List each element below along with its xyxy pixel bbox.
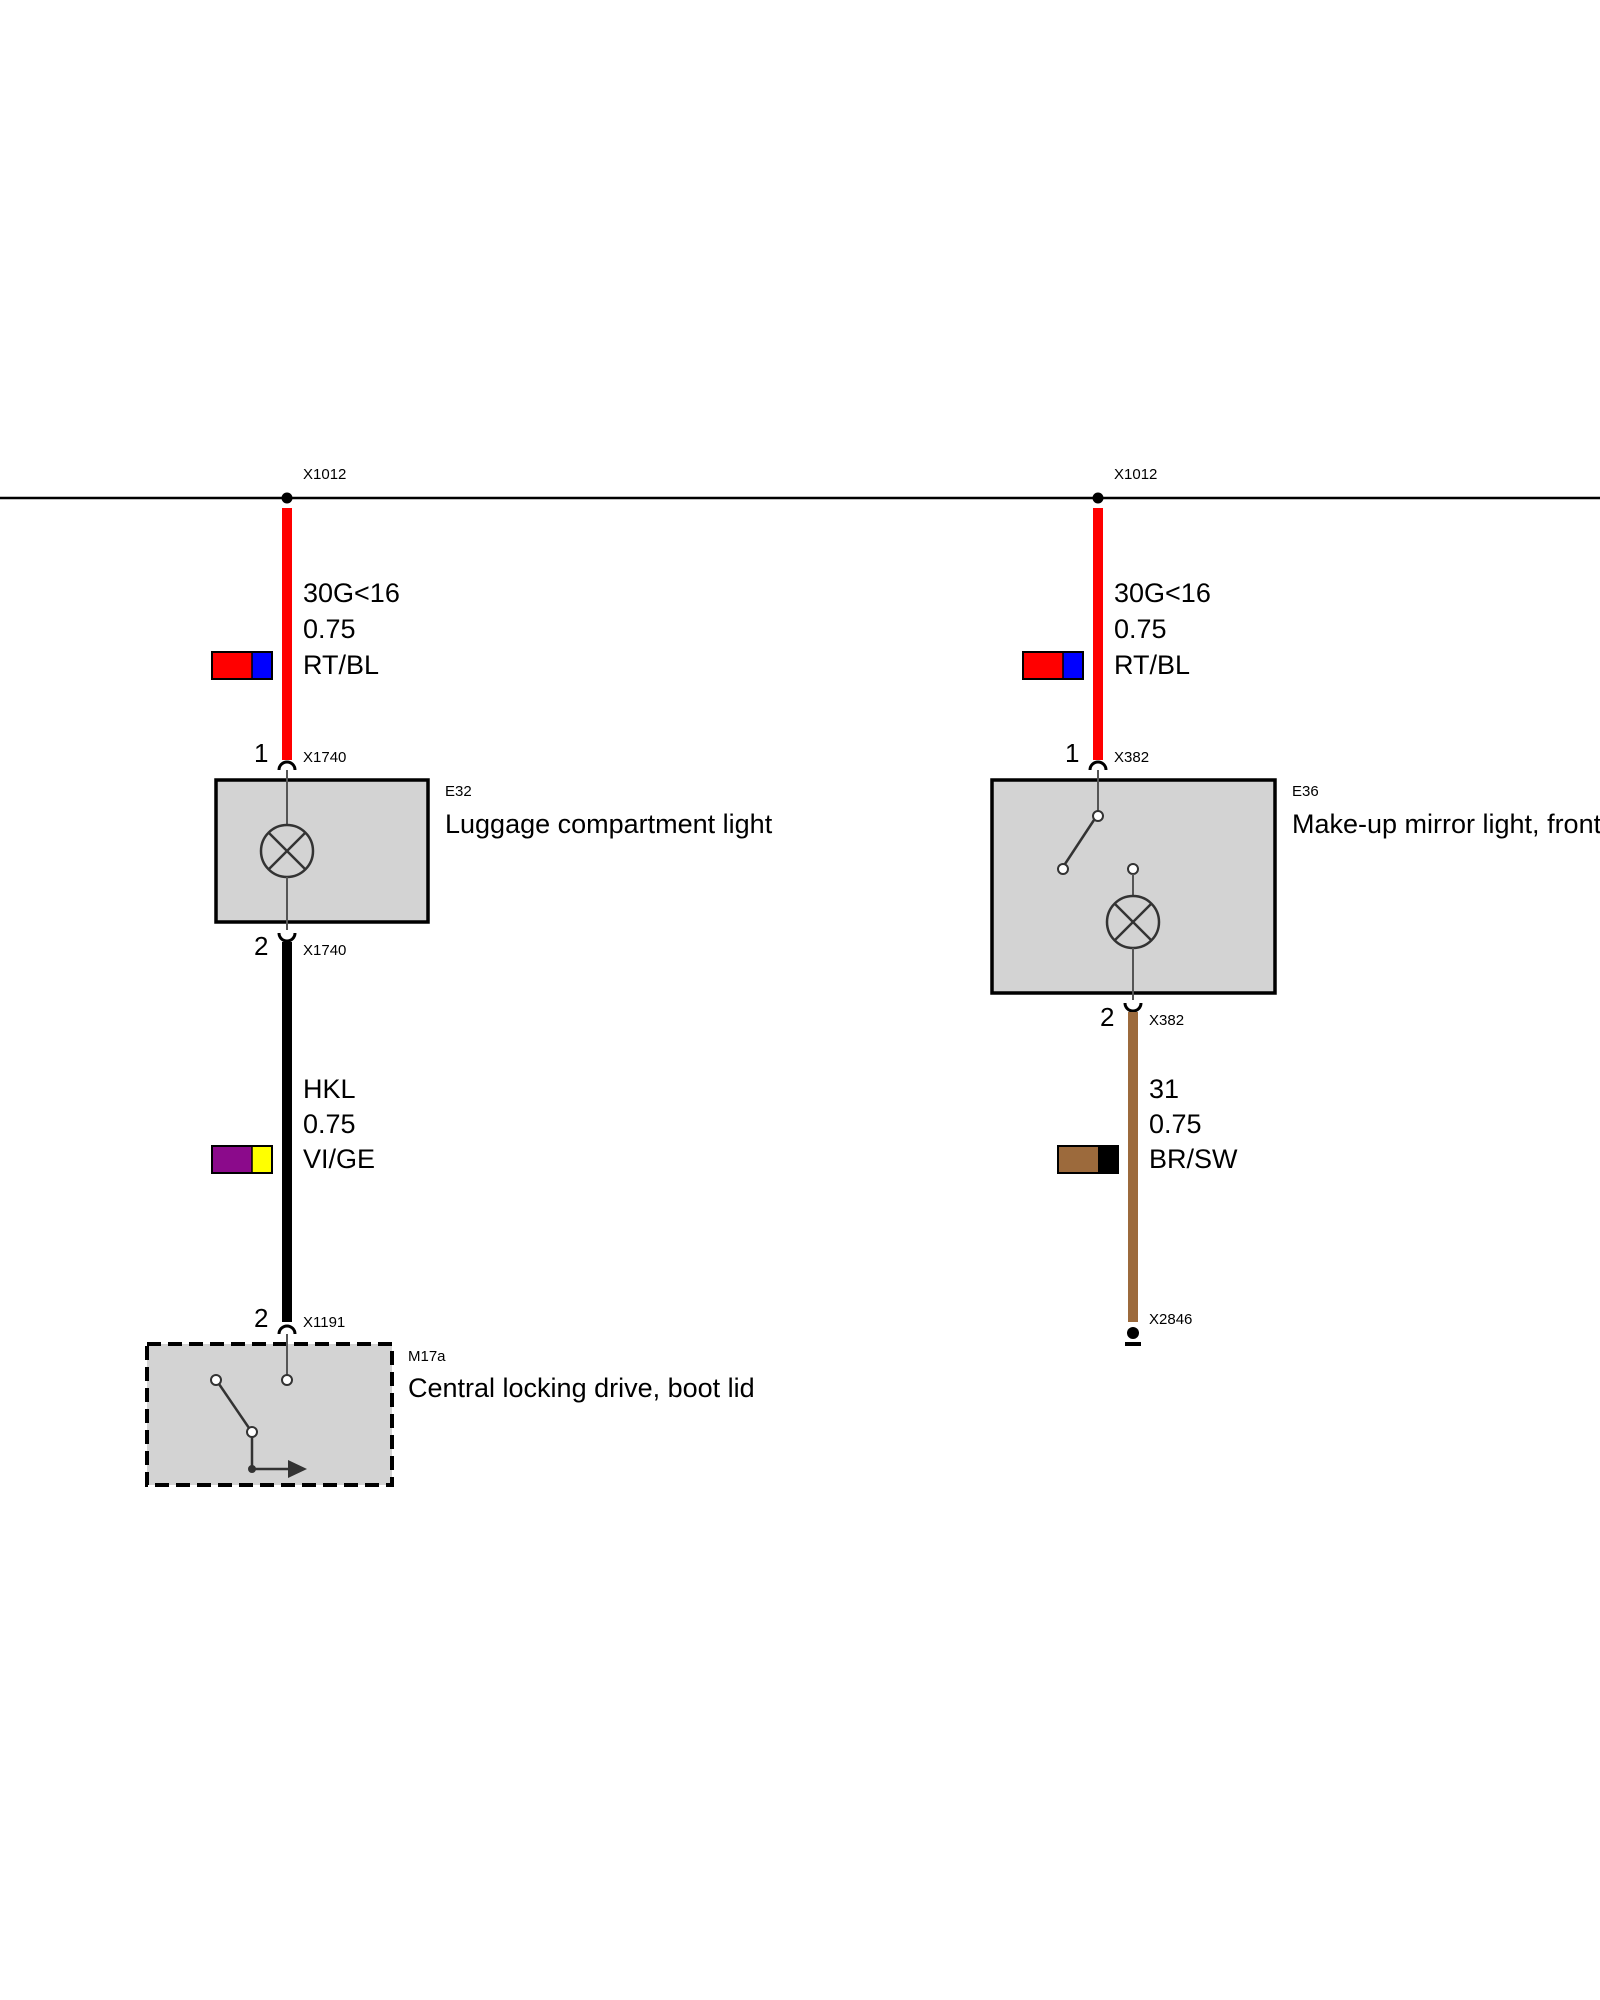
wire-color-swatch-left-top (211, 651, 273, 680)
connector-x1740-bottom-icon (277, 932, 297, 943)
connector-x1740-top-label: X1740 (303, 749, 346, 766)
actuator-m17a-code: M17a (408, 1348, 446, 1365)
wire-color-swatch-left-bottom (211, 1145, 273, 1174)
connector-x382-top-icon (1088, 760, 1108, 771)
wire-color-swatch-right-top (1022, 651, 1084, 680)
connector-x1740-bottom-label: X1740 (303, 942, 346, 959)
pin-m17a: 2 (254, 1303, 268, 1333)
ground-x2846-label: X2846 (1149, 1311, 1192, 1328)
wire-right-top-gauge: 0.75 (1114, 614, 1167, 644)
ground-icon (1125, 1327, 1141, 1346)
pin-e32-top: 1 (254, 738, 268, 768)
bus-junction-left (281, 492, 293, 504)
switch-icon (1057, 770, 1104, 875)
pin-e36-bottom: 2 (1100, 1002, 1114, 1032)
actuator-m17a-label: Central locking drive, boot lid (408, 1373, 755, 1403)
bus-junction-right (1092, 492, 1104, 504)
wire-left-bottom-name: HKL (303, 1074, 356, 1104)
component-e32-box (214, 778, 430, 924)
wire-left-bottom-gauge: 0.75 (303, 1109, 356, 1139)
connector-x382-top-label: X382 (1114, 749, 1149, 766)
connector-x1191-label: X1191 (303, 1314, 345, 1331)
actuator-m17a-box (145, 1342, 394, 1487)
bus-connector-left-label: X1012 (303, 466, 346, 483)
connector-x382-bottom-icon (1123, 1002, 1143, 1013)
wire-color-swatch-right-bottom (1057, 1145, 1119, 1174)
pin-e36-top: 1 (1065, 738, 1079, 768)
component-e36-label: Make-up mirror light, front (1292, 809, 1600, 839)
component-e32-label: Luggage compartment light (445, 809, 773, 839)
bus-connector-right-label: X1012 (1114, 466, 1157, 483)
connector-x382-bottom-label: X382 (1149, 1012, 1184, 1029)
wire-right-bottom-gauge: 0.75 (1149, 1109, 1202, 1139)
wire-left-bottom-color-code: VI/GE (303, 1144, 375, 1174)
wire-left-top-name: 30G<16 (303, 578, 400, 608)
connector-x1740-top-icon (277, 760, 297, 771)
pin-e32-bottom: 2 (254, 931, 268, 961)
connector-x1191-icon (277, 1324, 297, 1335)
switch-actuator-icon (210, 1334, 307, 1478)
wire-right-bottom-color-code: BR/SW (1149, 1144, 1238, 1174)
component-e32-code: E32 (445, 783, 472, 800)
lamp-icon (1105, 863, 1161, 1000)
wire-right-top-color-code: RT/BL (1114, 650, 1190, 680)
component-e36-code: E36 (1292, 783, 1319, 800)
wire-right-top-name: 30G<16 (1114, 578, 1211, 608)
wire-left-top-color-code: RT/BL (303, 650, 379, 680)
wire-left-top-gauge: 0.75 (303, 614, 356, 644)
wire-right-bottom-name: 31 (1149, 1074, 1179, 1104)
